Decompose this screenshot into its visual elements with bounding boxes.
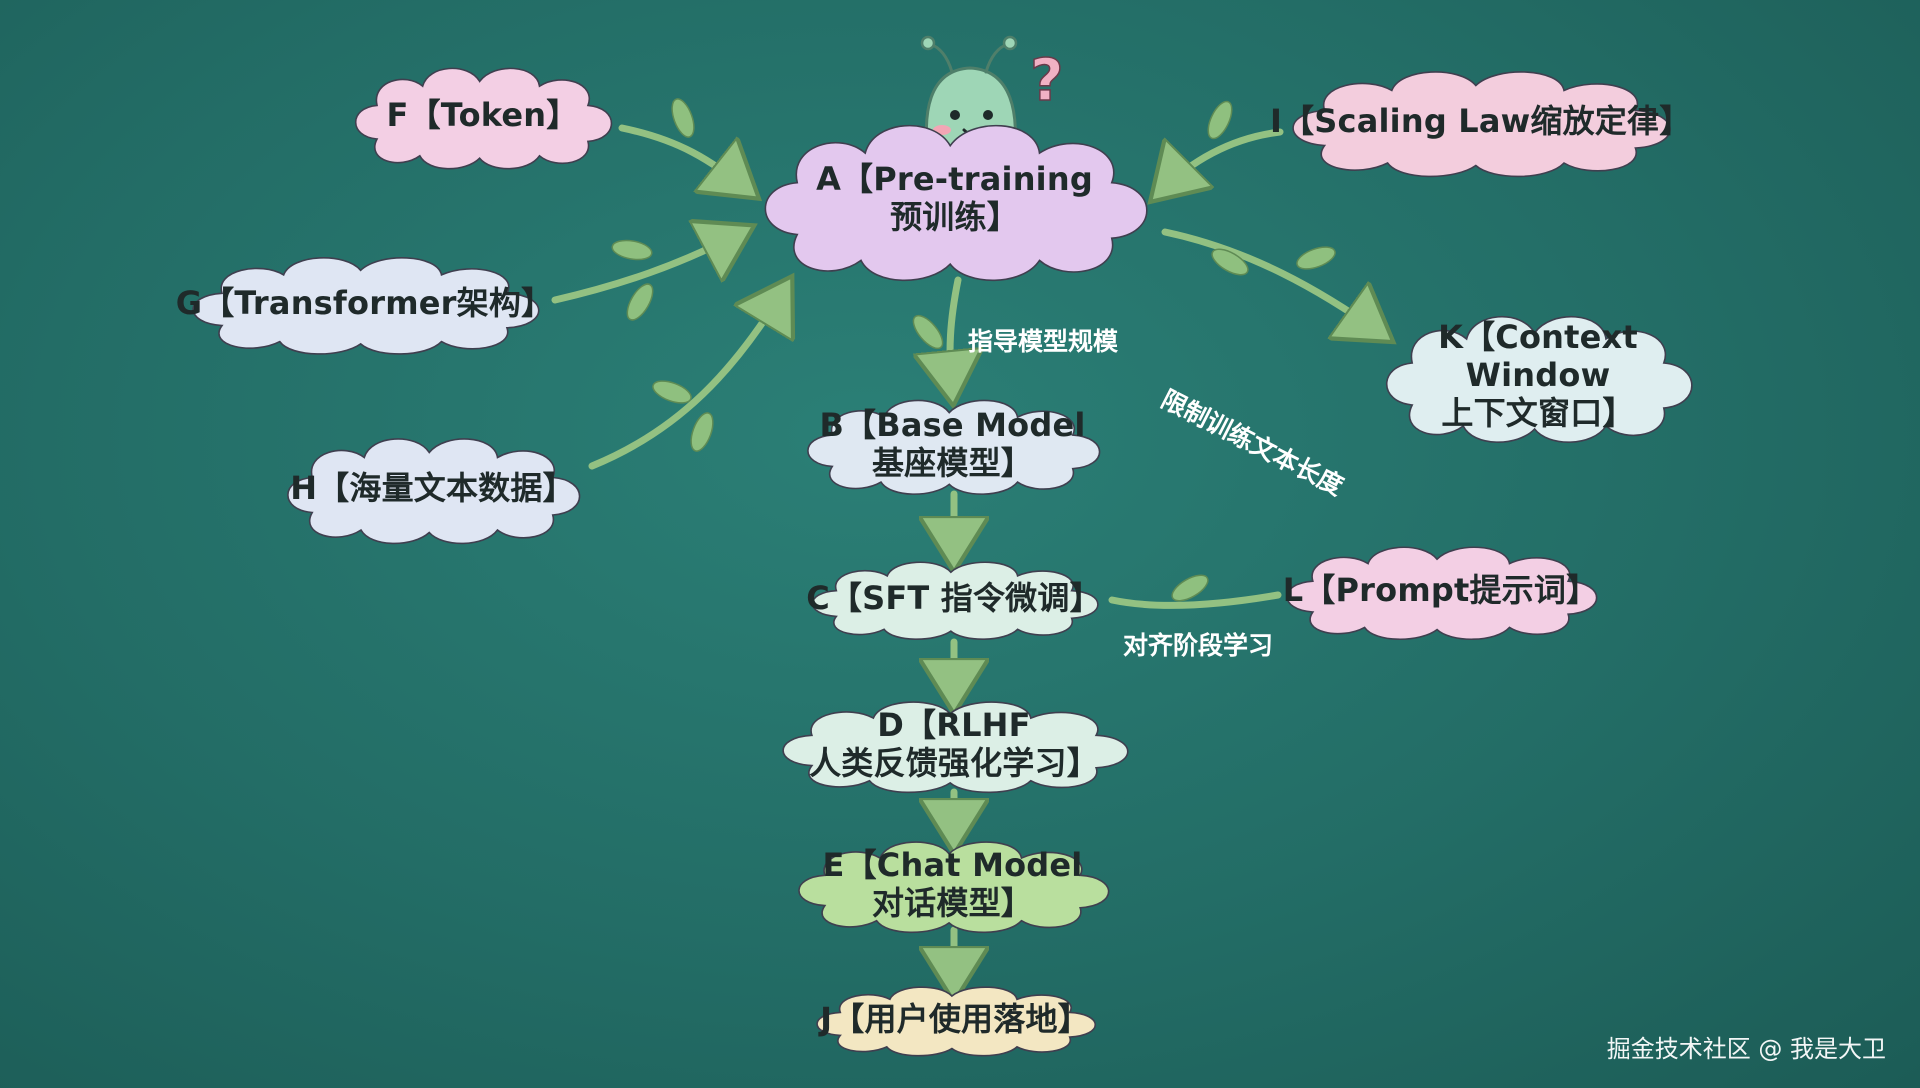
- node-l-prompt: L【Prompt提示词】: [1268, 535, 1613, 645]
- node-g-line1: G【Transformer架构】: [175, 283, 554, 322]
- node-d-line2: 人类反馈强化学习】: [809, 744, 1099, 782]
- edge-a-k: [1161, 228, 1382, 334]
- leaf: [626, 283, 654, 321]
- node-h-text-data: H【海量文本数据】: [270, 425, 595, 550]
- edge-l-c: [1108, 591, 1282, 609]
- node-l-line1: L【Prompt提示词】: [1282, 571, 1599, 609]
- cloud-shape: [270, 425, 595, 550]
- question-mark-icon: ?: [1030, 46, 1064, 114]
- cloud-shape: [172, 245, 557, 360]
- leaf: [912, 314, 944, 350]
- leaf: [1211, 248, 1249, 276]
- leaf: [671, 98, 695, 138]
- leaf: [690, 412, 714, 452]
- cloud-shape: [742, 105, 1167, 290]
- node-d-line1: D【RLHF: [877, 706, 1031, 744]
- edge-label-guide-scale: 指导模型规模: [968, 327, 1119, 356]
- node-e-line2: 对话模型】: [871, 884, 1033, 922]
- cloud-shape: [1270, 58, 1690, 183]
- node-f-token: F【Token】: [340, 55, 625, 175]
- node-e-line1: E【Chat Model: [822, 846, 1083, 884]
- node-k-line1: K【Context Window: [1438, 318, 1638, 394]
- node-a-line2: 预训练】: [890, 197, 1019, 236]
- node-f-line1: F【Token】: [386, 96, 579, 134]
- node-i-line1: I【Scaling Law缩放定律】: [1270, 101, 1692, 140]
- node-g-transformer: G【Transformer架构】: [172, 245, 557, 360]
- node-b-line2: 基座模型】: [871, 444, 1033, 482]
- node-j-deployment: J【用户使用落地】: [800, 978, 1110, 1060]
- node-c-line1: C【SFT 指令微调】: [806, 579, 1102, 617]
- watermark: 掘金技术社区 @ 我是大卫: [1606, 1035, 1886, 1063]
- leaf: [1207, 100, 1233, 140]
- node-k-line2: 上下文窗口】: [1441, 394, 1635, 432]
- cloud-shape: [340, 55, 625, 175]
- cloud-shape: [795, 552, 1113, 644]
- node-h-line1: H【海量文本数据】: [290, 468, 575, 507]
- edge-i-a: [1160, 128, 1284, 192]
- node-a-line1: A【Pre-training: [816, 159, 1093, 198]
- node-i-scaling-law: I【Scaling Law缩放定律】: [1270, 58, 1692, 183]
- cloud-shape: [1368, 300, 1708, 450]
- edge-g-a: [551, 232, 742, 304]
- cloud-shape: [800, 978, 1110, 1060]
- edge-f-a: [618, 124, 748, 190]
- node-b-line1: B【Base Model: [819, 406, 1086, 444]
- edge-h-a: [588, 288, 785, 470]
- cloud-shape: [762, 690, 1146, 798]
- cloud-shape: [790, 388, 1115, 500]
- cloud-shape: [1268, 535, 1613, 645]
- leaf: [1171, 574, 1209, 602]
- node-j-line1: J【用户使用落地】: [820, 1000, 1090, 1038]
- edge-a-b: [950, 276, 958, 392]
- node-c-sft: C【SFT 指令微调】: [795, 552, 1113, 644]
- edge-label-alignment: 对齐阶段学习: [1123, 631, 1274, 660]
- leaf: [611, 239, 653, 261]
- leaf: [1296, 246, 1336, 270]
- cloud-shape: [780, 830, 1125, 938]
- leaf: [652, 380, 692, 404]
